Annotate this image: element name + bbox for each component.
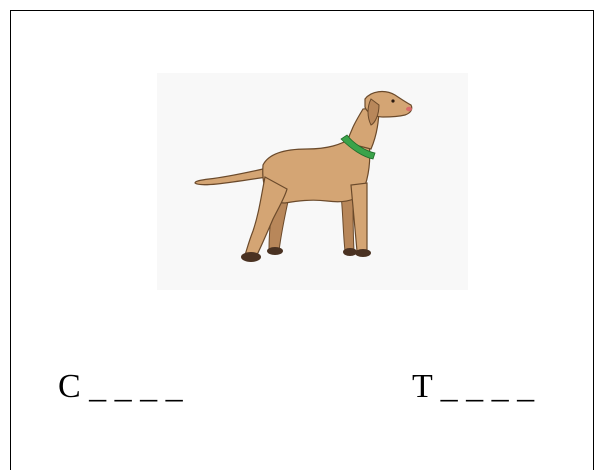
dog-tail xyxy=(194,168,268,186)
word-prompt-t: T _ _ _ _ xyxy=(412,368,535,405)
dog-eye xyxy=(391,99,395,103)
worksheet-frame xyxy=(10,10,594,470)
dog-paw-hind-far xyxy=(267,247,283,255)
dog-illustration-icon xyxy=(194,90,413,262)
dog-paw-front-near xyxy=(355,249,371,257)
dog-paw-hind-near xyxy=(241,252,261,262)
dog-collar xyxy=(340,134,376,160)
dog-nose xyxy=(406,106,412,112)
picture-panel xyxy=(157,73,468,290)
dog-body xyxy=(262,134,371,204)
dog-paw-front-far xyxy=(343,248,357,256)
dog-ear xyxy=(367,98,380,126)
dog-front-leg-far xyxy=(340,194,355,252)
word-prompt-c: C _ _ _ _ xyxy=(58,368,183,405)
